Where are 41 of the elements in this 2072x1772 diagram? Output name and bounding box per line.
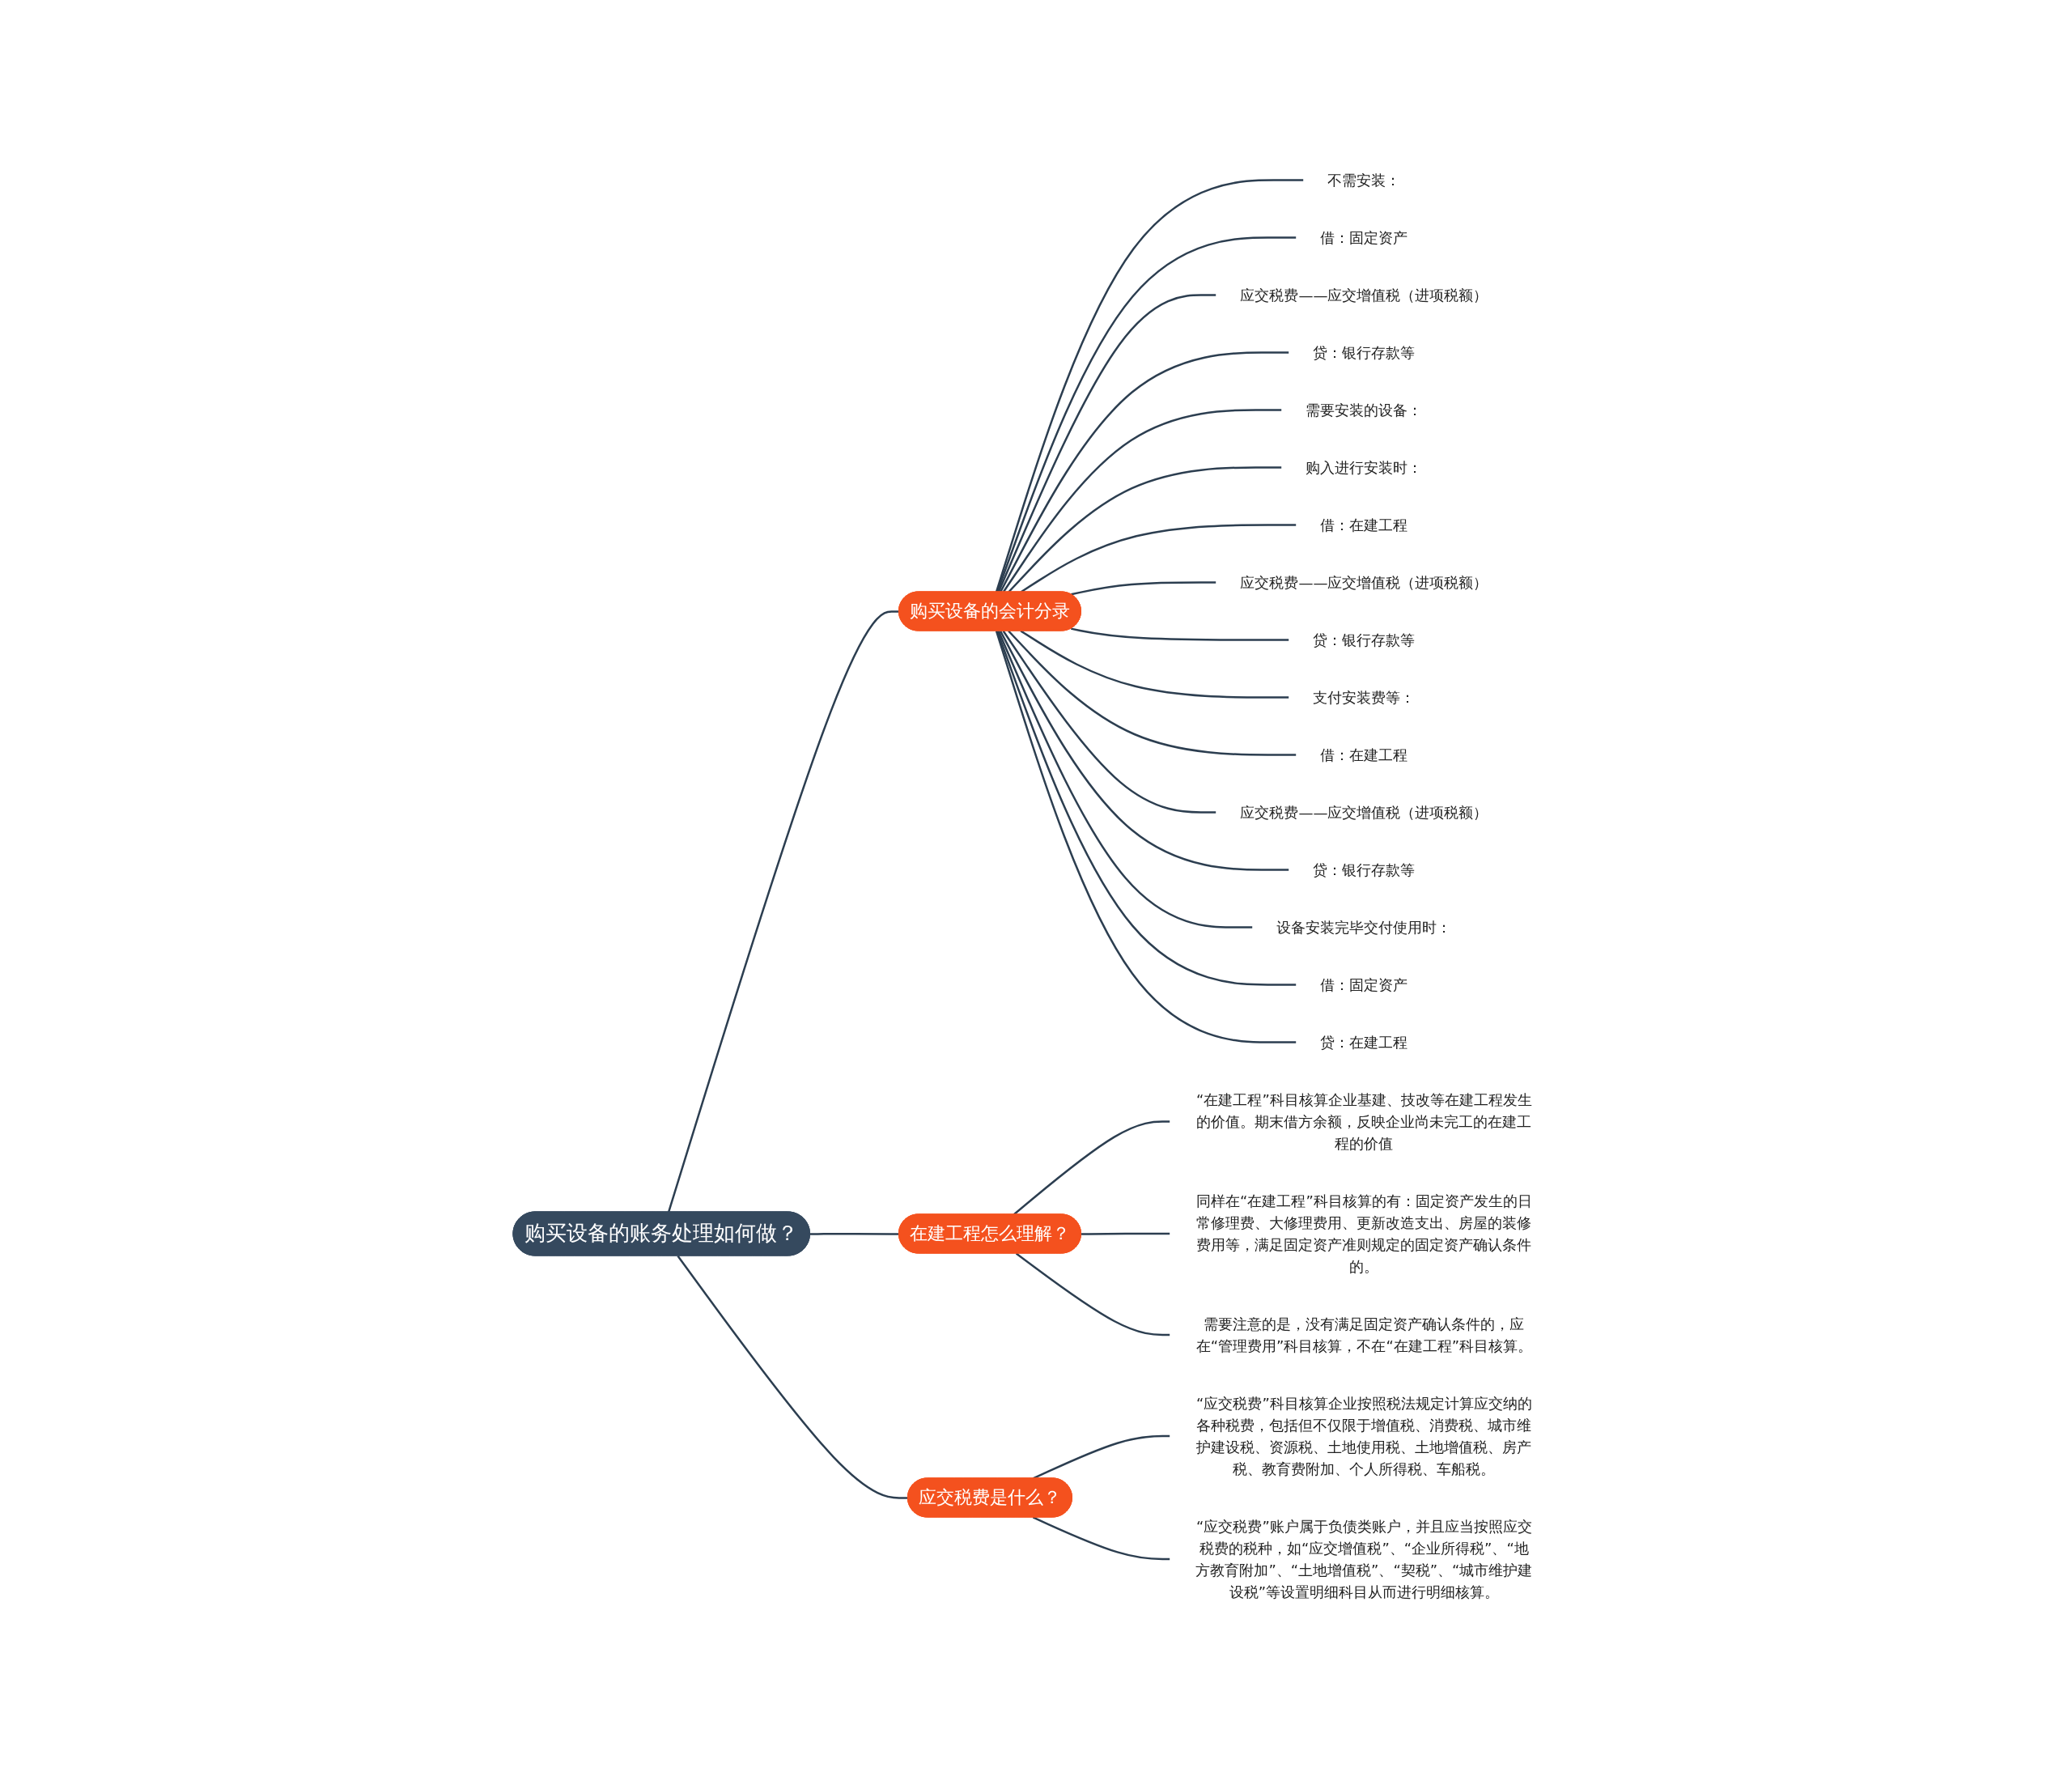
connector — [668, 610, 900, 1213]
connector — [1033, 1516, 1170, 1561]
connector — [1016, 1252, 1170, 1336]
connector — [1020, 524, 1297, 593]
node-text: 设备安装完毕交付使用时： — [1276, 918, 1452, 936]
connector — [997, 294, 1216, 593]
node-text: 需要注意的是，没有满足固定资产确认条件的，应在“管理费用”科目核算，不在“在建工程”科目核算。 — [1196, 1315, 1533, 1354]
node-text: 贷：银行存款等 — [1313, 631, 1416, 648]
node-text: 支付安装费等： — [1313, 688, 1416, 706]
connector — [1002, 630, 1216, 814]
connector — [677, 1255, 909, 1499]
node-text: 贷：银行存款等 — [1313, 861, 1416, 878]
connector — [996, 236, 1297, 593]
connector — [997, 631, 1253, 928]
node-text: “应交税费”账户属于负债类账户，并且应当按照应交税费的税种，如“应交增值税”、“企业所得税”、“地方教育附加”、“土地增值税”、“契税”、“城市维护建设税”等设置明细科目从而进行明细核算。 — [1195, 1517, 1533, 1600]
node-text: “在建工程”科目核算企业基建、技改等在建工程发生的价值。期末借方余额，反映企业尚未完工的在建工程的价值 — [1196, 1090, 1533, 1152]
connector — [1071, 627, 1289, 641]
node-text: 购入进行安装时： — [1306, 459, 1423, 476]
node-text: 借：固定资产 — [1320, 975, 1408, 993]
connector — [1008, 466, 1282, 593]
connector — [1002, 409, 1282, 593]
node-text: 贷：在建工程 — [1320, 1033, 1408, 1051]
node-text: 借：在建工程 — [1320, 746, 1408, 763]
connector — [996, 179, 1304, 593]
node-text: 不需安装： — [1327, 172, 1401, 189]
connector — [1071, 581, 1216, 596]
node-text: 借：在建工程 — [1320, 516, 1408, 533]
connector — [1008, 630, 1297, 756]
connector — [1000, 351, 1289, 593]
node-text: 借：固定资产 — [1320, 229, 1408, 246]
node-text: 贷：银行存款等 — [1313, 344, 1416, 361]
node-text: 应交税费——应交增值税（进项税额） — [1240, 287, 1488, 304]
node-text: 应交税费——应交增值税（进项税额） — [1240, 574, 1488, 591]
node-text: “应交税费”科目核算企业按照税法规定计算应交纳的各种税费，包括但不仅限于增值税、消费税、城市维护建设税、资源税、土地使用税、土地增值税、房产税、教育费附加、个人所得税、车船税。 — [1196, 1394, 1533, 1477]
connector — [810, 1232, 900, 1235]
connector — [1081, 1232, 1170, 1235]
connector — [1000, 630, 1289, 871]
node-text: 应交税费——应交增值税（进项税额） — [1240, 803, 1488, 821]
node-text: 需要安装的设备： — [1306, 402, 1423, 419]
connector — [1020, 630, 1289, 699]
node-text: 同样在“在建工程”科目核算的有：固定资产发生的日常修理费、大修理费用、更新改造支出、房屋的装修费用等，满足固定资产准则规定的固定资产确认条件的。 — [1196, 1192, 1533, 1275]
